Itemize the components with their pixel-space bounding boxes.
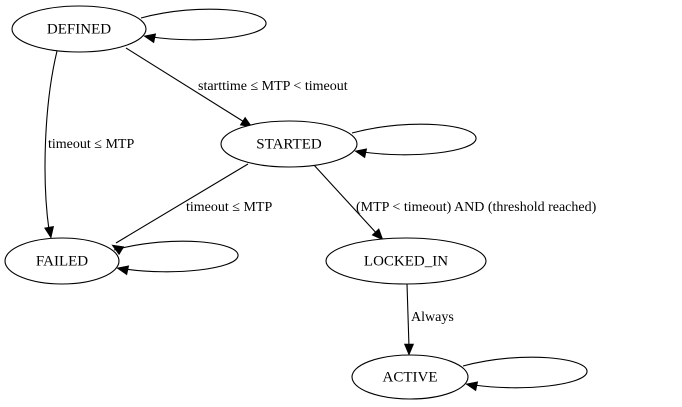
edge-started-to-locked-in [312,163,384,241]
state-node-started[interactable]: STARTED [220,120,358,168]
node-ellipse[interactable] [325,237,487,285]
edge-line [312,163,380,237]
edge-defined-to-failed [44,50,58,239]
state-node-defined[interactable]: DEFINED [11,5,147,53]
arrowhead-icon [143,33,157,44]
edge-label-locked-in-to-active: Always [411,310,454,325]
edges-layer [44,8,588,392]
edge-line [125,47,250,126]
edge-label-defined-to-started: starttime ≤ MTP < timeout [198,79,348,94]
edge-labels-layer: starttime ≤ MTP < timeout timeout ≤ MTP ti… [48,79,597,325]
arrowhead-icon [465,381,479,392]
node-label: ACTIVE [383,369,438,385]
edge-started-self-loop [351,123,477,159]
edge-active-self-loop [462,356,588,392]
state-node-active[interactable]: ACTIVE [351,354,469,400]
node-ellipse[interactable] [220,120,358,168]
node-ellipse[interactable] [11,5,147,53]
edge-line [406,283,410,348]
edge-defined-self-loop [140,8,267,44]
edge-locked-in-to-active [403,283,415,356]
edge-failed-self-loop [113,240,239,276]
edge-label-defined-to-failed: timeout ≤ MTP [48,137,134,152]
edge-label-started-to-failed: timeout ≤ MTP [186,200,272,215]
arrowhead-icon [354,148,368,159]
state-node-locked-in[interactable]: LOCKED_IN [325,237,487,285]
edge-line [462,356,588,389]
node-label: STARTED [256,136,322,152]
edge-line [113,240,239,273]
arrowhead-icon [44,225,55,239]
arrowhead-icon [116,265,130,276]
arrowhead-icon [371,228,384,241]
arrowhead-icon [403,343,415,356]
edge-label-started-to-locked-in: (MTP < timeout) AND (threshold reached) [356,200,597,215]
node-label: LOCKED_IN [364,253,448,269]
edge-line [140,8,267,41]
node-label: DEFINED [47,21,111,37]
edge-line [115,163,249,244]
nodes-layer: DEFINED STARTED FAILED LOCKED_IN ACTIVE [4,5,487,400]
node-ellipse[interactable] [4,237,120,285]
node-ellipse[interactable] [351,354,469,400]
state-node-failed[interactable]: FAILED [4,237,120,285]
edge-line [351,123,477,156]
edge-line [44,50,58,231]
node-label: FAILED [36,253,88,269]
